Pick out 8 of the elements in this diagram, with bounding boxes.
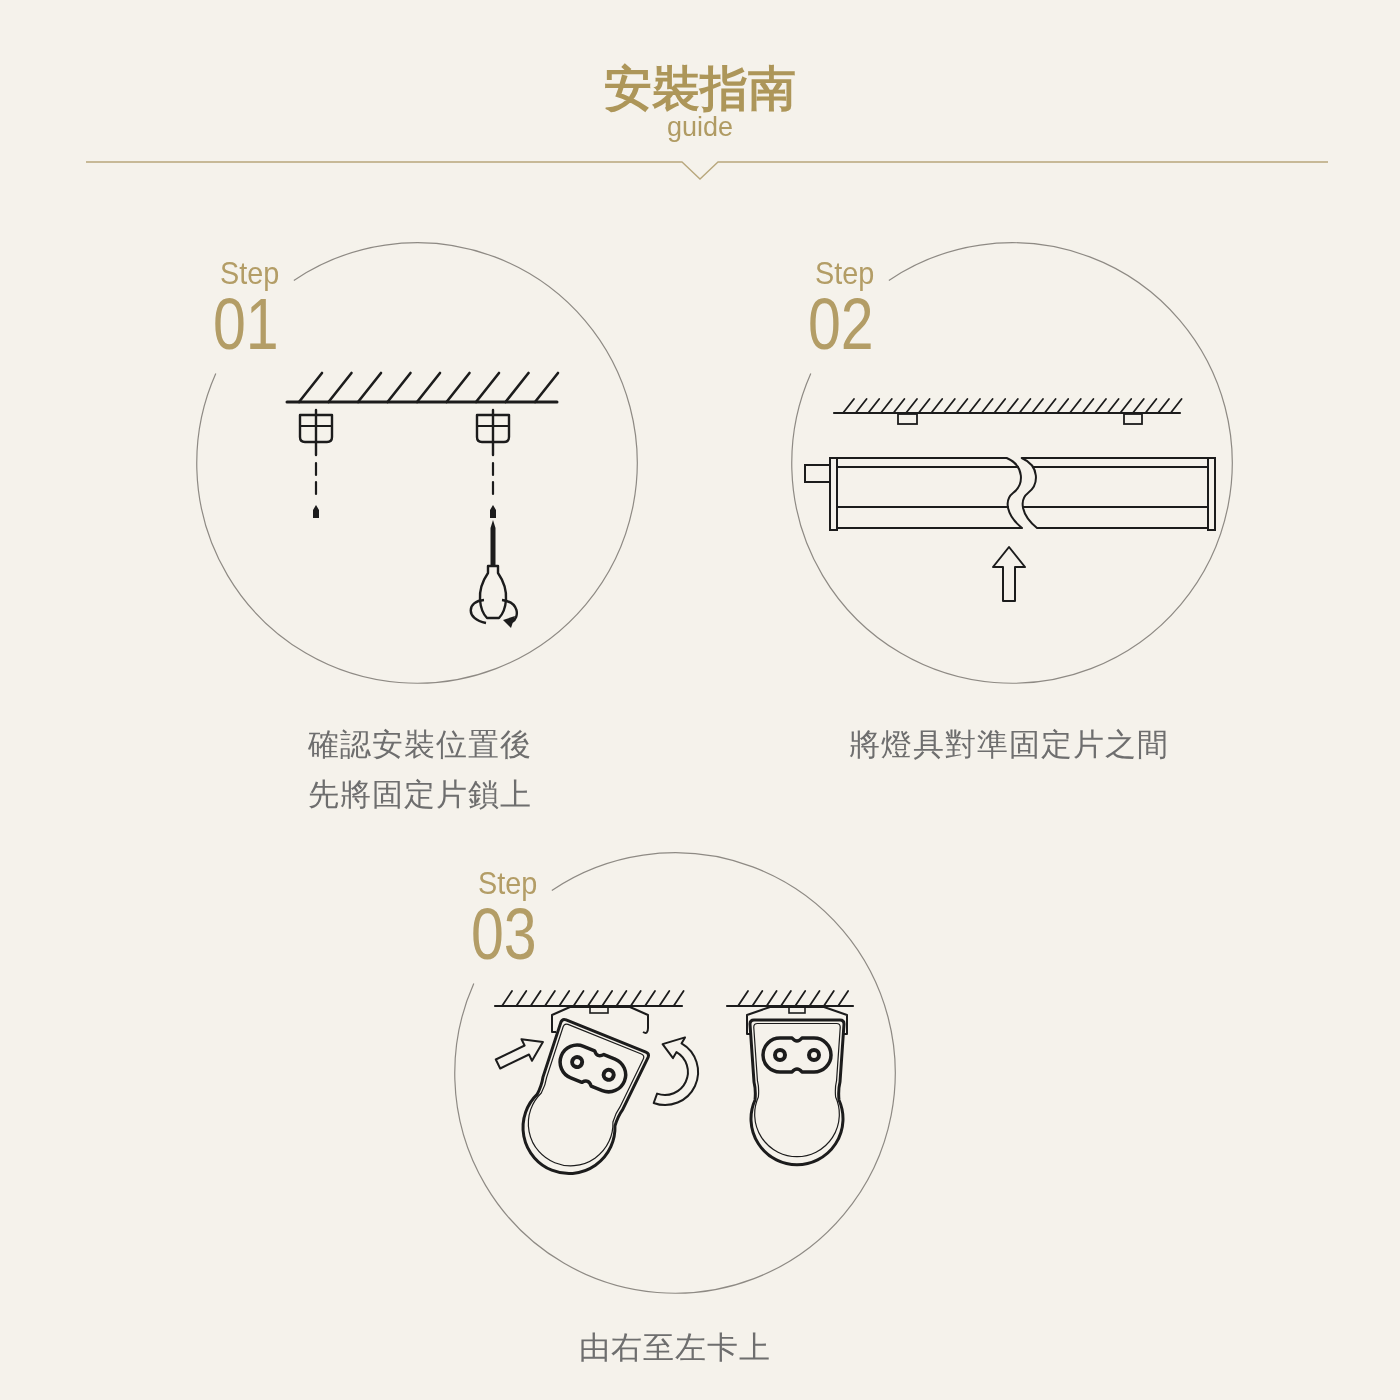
step-caption: 確認安裝位置後先將固定片鎖上 [308, 725, 533, 814]
subtitle: guide [666, 114, 734, 141]
step-label: Step [478, 867, 538, 899]
step-caption: 由右至左卡上 [579, 1328, 771, 1367]
step-caption: 將燈具對準固定片之間 [849, 725, 1169, 764]
step-label: Step [220, 257, 280, 289]
step-label: Step [815, 257, 875, 289]
title: 安裝指南 [604, 59, 796, 117]
